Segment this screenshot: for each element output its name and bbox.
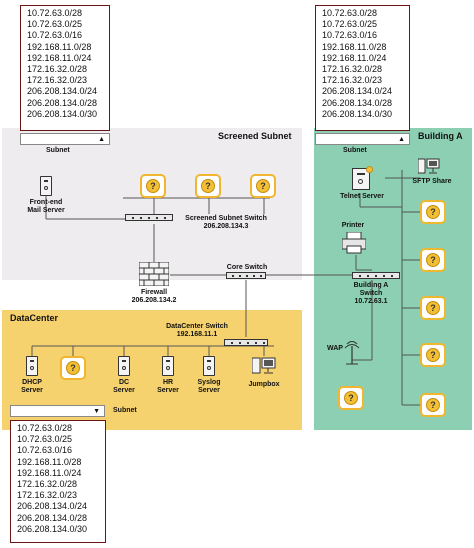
- screened-subnet-zone: [2, 128, 302, 280]
- subnet-option[interactable]: 10.72.63.0/28: [17, 423, 73, 433]
- frontend-mail-server-icon: [40, 176, 52, 196]
- unknown-device-button[interactable]: ?: [250, 174, 276, 198]
- datacenter-switch-label: DataCenter Switch 192.168.11.1: [166, 323, 228, 338]
- subnet-label-top-left: Subnet: [46, 147, 70, 154]
- subnet-option[interactable]: 206.208.134.0/30: [27, 108, 98, 119]
- unknown-device-button[interactable]: ?: [195, 174, 221, 198]
- telnet-server-icon: [352, 166, 373, 190]
- subnet-option[interactable]: 206.208.134.0/30: [322, 108, 393, 119]
- telnet-server-label: Telnet Server: [340, 193, 384, 200]
- firewall-icon: [139, 262, 169, 286]
- subnet-option[interactable]: 192.168.11.0/28: [27, 41, 92, 52]
- subnet-option[interactable]: 192.168.11.0/24: [27, 52, 92, 63]
- dropdown-arrow-icon: ▼: [93, 408, 100, 415]
- datacenter-switch-icon: [224, 339, 268, 346]
- printer-icon: [342, 232, 366, 254]
- dhcp-server-icon: [26, 356, 38, 376]
- subnet-select-bottom-left[interactable]: ▼: [10, 405, 105, 417]
- subnet-option[interactable]: 172.16.32.0/28: [322, 64, 383, 75]
- unknown-device-button[interactable]: ?: [420, 343, 446, 367]
- question-mark-icon: ?: [344, 391, 358, 405]
- subnet-option[interactable]: 206.208.134.0/24: [27, 86, 98, 97]
- subnet-label-bottom-left: Subnet: [113, 407, 137, 414]
- subnet-option[interactable]: 206.208.134.0/28: [322, 97, 393, 108]
- building-a-title: Building A: [418, 131, 463, 141]
- jumpbox-computer-icon: [252, 357, 276, 374]
- wap-label: WAP: [327, 345, 343, 352]
- screened-subnet-title: Screened Subnet: [218, 131, 292, 141]
- question-mark-icon: ?: [146, 179, 160, 193]
- subnet-option[interactable]: 10.72.63.0/28: [322, 8, 378, 18]
- subnet-option[interactable]: 206.208.134.0/24: [322, 86, 393, 97]
- subnet-select-top-left[interactable]: ▲: [20, 133, 110, 145]
- subnet-dropdown-list-top-right[interactable]: 10.72.63.0/28 10.72.63.0/25 10.72.63.0/1…: [315, 5, 410, 131]
- screened-subnet-switch-icon: [125, 214, 173, 221]
- jumpbox-label: Jumpbox: [248, 381, 280, 388]
- subnet-option[interactable]: 10.72.63.0/25: [322, 19, 378, 30]
- unknown-device-button[interactable]: ?: [338, 386, 364, 410]
- sftp-share-computer-icon: [418, 158, 440, 174]
- subnet-option[interactable]: 172.16.32.0/23: [17, 490, 78, 501]
- subnet-option[interactable]: 10.72.63.0/25: [17, 434, 73, 445]
- subnet-option[interactable]: 172.16.32.0/23: [322, 75, 383, 86]
- subnet-dropdown-list-top-left[interactable]: 10.72.63.0/28 10.72.63.0/25 10.72.63.0/1…: [20, 5, 110, 131]
- question-mark-icon: ?: [426, 398, 440, 412]
- subnet-dropdown-list-bottom-left[interactable]: 10.72.63.0/28 10.72.63.0/25 10.72.63.0/1…: [10, 420, 106, 543]
- dc-server-icon: [118, 356, 130, 376]
- unknown-device-button[interactable]: ?: [140, 174, 166, 198]
- question-mark-icon: ?: [426, 205, 440, 219]
- unknown-device-button[interactable]: ?: [60, 356, 86, 380]
- subnet-option[interactable]: 206.208.134.0/28: [27, 97, 98, 108]
- question-mark-icon: ?: [426, 348, 440, 362]
- subnet-option[interactable]: 10.72.63.0/28: [27, 8, 83, 18]
- datacenter-title: DataCenter: [10, 313, 59, 323]
- firewall-label: Firewall 206.208.134.2: [131, 289, 177, 304]
- building-a-switch-icon: [352, 272, 400, 279]
- question-mark-icon: ?: [66, 361, 80, 375]
- question-mark-icon: ?: [256, 179, 270, 193]
- subnet-option[interactable]: 192.168.11.0/28: [17, 456, 82, 467]
- frontend-mail-server-label: Front-end Mail Server: [27, 199, 65, 214]
- subnet-option[interactable]: 10.72.63.0/16: [17, 445, 73, 456]
- subnet-option[interactable]: 172.16.32.0/28: [27, 64, 88, 75]
- unknown-device-button[interactable]: ?: [420, 200, 446, 224]
- subnet-option[interactable]: 172.16.32.0/23: [27, 75, 88, 86]
- subnet-option[interactable]: 206.208.134.0/24: [17, 501, 88, 512]
- syslog-server-icon: [203, 356, 215, 376]
- subnet-option[interactable]: 192.168.11.0/24: [17, 467, 82, 478]
- subnet-option[interactable]: 10.72.63.0/16: [27, 30, 83, 41]
- wap-antenna-icon: [344, 341, 360, 365]
- subnet-option[interactable]: 10.72.63.0/16: [322, 30, 378, 41]
- question-mark-icon: ?: [201, 179, 215, 193]
- syslog-server-label: Syslog Server: [197, 379, 221, 394]
- subnet-select-top-right[interactable]: ▲: [315, 133, 410, 145]
- dropdown-arrow-icon: ▲: [398, 136, 405, 143]
- question-mark-icon: ?: [426, 301, 440, 315]
- dropdown-arrow-icon: ▲: [98, 136, 105, 143]
- dc-server-label: DC Server: [113, 379, 135, 394]
- screened-subnet-switch-label: Screened Subnet Switch 206.208.134.3: [185, 215, 267, 230]
- hr-server-label: HR Server: [157, 379, 179, 394]
- unknown-device-button[interactable]: ?: [420, 296, 446, 320]
- subnet-option[interactable]: 192.168.11.0/28: [322, 41, 387, 52]
- unknown-device-button[interactable]: ?: [420, 393, 446, 417]
- question-mark-icon: ?: [426, 253, 440, 267]
- unknown-device-button[interactable]: ?: [420, 248, 446, 272]
- building-a-switch-label: Building A Switch 10.72.63.1: [353, 282, 389, 305]
- subnet-option[interactable]: 206.208.134.0/28: [17, 512, 88, 523]
- core-switch-icon: [226, 272, 266, 279]
- hr-server-icon: [162, 356, 174, 376]
- dhcp-server-label: DHCP Server: [21, 379, 43, 394]
- subnet-option[interactable]: 172.16.32.0/28: [17, 479, 78, 490]
- subnet-option[interactable]: 10.72.63.0/25: [27, 19, 83, 30]
- subnet-label-top-right: Subnet: [343, 147, 367, 154]
- subnet-option[interactable]: 192.168.11.0/24: [322, 52, 387, 63]
- core-switch-label: Core Switch: [226, 264, 268, 271]
- sftp-share-label: SFTP Share: [412, 178, 452, 185]
- subnet-option[interactable]: 206.208.134.0/30: [17, 523, 88, 534]
- printer-label: Printer: [341, 222, 365, 229]
